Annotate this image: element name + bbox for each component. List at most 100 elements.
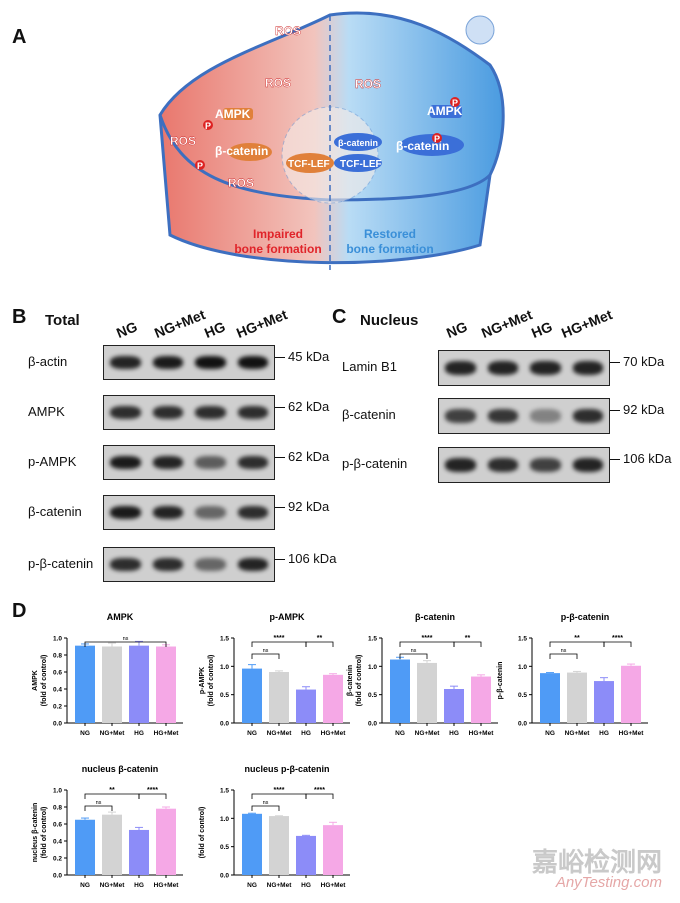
significance-label: **** xyxy=(314,787,325,794)
y-axis-label: (fold of control) xyxy=(199,807,206,859)
y-tick-label: 1.0 xyxy=(368,664,377,671)
total-title: Total xyxy=(45,312,80,329)
row-label: β-catenin xyxy=(342,407,396,422)
x-tick-label: HG xyxy=(134,730,144,737)
bar-HG+Met xyxy=(156,646,176,723)
x-tick-label: NG+Met xyxy=(100,730,126,737)
svg-text:β-catenin: β-catenin xyxy=(396,139,449,153)
significance-bracket xyxy=(305,641,334,647)
bar-HG xyxy=(296,689,316,723)
svg-text:TCF-LEF: TCF-LEF xyxy=(340,159,382,170)
bar-HG xyxy=(129,645,149,723)
y-tick-label: 0.0 xyxy=(53,873,62,880)
bar-HG+Met xyxy=(323,674,343,723)
band xyxy=(110,405,141,420)
y-tick-label: 0.4 xyxy=(53,839,62,846)
svg-text:P: P xyxy=(205,121,211,131)
band xyxy=(110,355,141,370)
bar-HG+Met xyxy=(156,808,176,875)
kda-label: 92 kDa xyxy=(610,402,664,417)
y-axis-label: (fold of control) xyxy=(41,807,48,859)
x-tick-label: HG xyxy=(301,730,311,737)
y-tick-label: 1.0 xyxy=(53,636,62,643)
blot-p-catenin xyxy=(438,447,610,483)
svg-text:TCF-LEF: TCF-LEF xyxy=(288,159,330,170)
y-tick-label: 0.8 xyxy=(53,805,62,812)
row-label: p-AMPK xyxy=(28,453,77,469)
svg-text:bone formation: bone formation xyxy=(346,242,433,256)
y-tick-label: 0.2 xyxy=(53,704,62,711)
bar-NG xyxy=(390,659,410,723)
band xyxy=(530,409,561,423)
bar-HG+Met xyxy=(323,825,343,875)
kda-label: 106 kDa xyxy=(275,551,336,566)
band xyxy=(195,455,226,470)
band xyxy=(487,361,518,375)
band xyxy=(445,458,476,472)
bar-HG xyxy=(444,689,464,723)
svg-text:ROS: ROS xyxy=(355,77,381,91)
lane-label: HG xyxy=(202,318,228,341)
y-axis-label: nucleus β-catenin xyxy=(32,803,39,863)
x-tick-label: NG+Met xyxy=(415,730,441,737)
restored-label: Restored xyxy=(364,227,416,241)
significance-bracket xyxy=(84,793,140,799)
significance-bracket xyxy=(138,793,167,799)
svg-text:β-catenin: β-catenin xyxy=(215,144,268,158)
significance-label: ns xyxy=(123,636,129,642)
significance-bracket xyxy=(251,641,307,647)
x-tick-label: NG xyxy=(80,882,90,889)
panel-label-c: C xyxy=(332,306,347,328)
kda-label: 45 kDa xyxy=(275,349,329,364)
kda-label: 70 kDa xyxy=(610,354,664,369)
x-tick-label: HG+Met xyxy=(321,730,347,737)
svg-text:ROS: ROS xyxy=(228,176,254,190)
x-tick-label: NG xyxy=(247,882,257,889)
y-axis-label: (fold of control) xyxy=(41,655,48,707)
bar-HG xyxy=(594,681,614,723)
band xyxy=(152,405,183,420)
x-tick-label: NG+Met xyxy=(100,882,126,889)
significance-bracket xyxy=(305,793,334,799)
bar-NG xyxy=(242,668,262,723)
band xyxy=(530,361,561,375)
chart-5: nucleus p-β-catenin(fold of control)0.00… xyxy=(199,764,350,889)
y-tick-label: 0.2 xyxy=(53,856,62,863)
significance-bracket xyxy=(251,793,307,799)
svg-text:ROS: ROS xyxy=(265,76,291,90)
y-tick-label: 0.0 xyxy=(368,721,377,728)
band xyxy=(195,557,226,572)
y-tick-label: 0.5 xyxy=(518,692,527,699)
row-label: Lamin B1 xyxy=(342,359,397,374)
row-label: p-β-catenin xyxy=(28,555,94,571)
band xyxy=(445,409,476,423)
y-tick-label: 0.8 xyxy=(53,653,62,660)
y-tick-label: 1.5 xyxy=(518,636,527,643)
significance-label: **** xyxy=(274,787,285,794)
chart-title: nucleus p-β-catenin xyxy=(244,764,329,774)
lane-label: NG+Met xyxy=(479,306,535,341)
svg-text:P: P xyxy=(452,98,458,108)
significance-label: ns xyxy=(263,648,269,654)
significance-label: ** xyxy=(109,787,115,794)
x-tick-label: NG+Met xyxy=(267,882,293,889)
x-tick-label: HG+Met xyxy=(321,882,347,889)
svg-text:bone formation: bone formation xyxy=(234,242,321,256)
cell-diagram: ROS ROS ROS ROS AMPK β-catenin TCF-LEF P… xyxy=(158,11,505,270)
kda-label: 62 kDa xyxy=(275,399,329,414)
bar-NG+Met xyxy=(102,814,122,875)
y-tick-label: 0.0 xyxy=(220,873,229,880)
nanoparticle-icon xyxy=(465,15,495,45)
band xyxy=(110,557,141,572)
blot-p-catenin xyxy=(103,547,275,582)
band xyxy=(152,505,183,520)
y-axis-label: β-catenin xyxy=(347,665,354,696)
x-tick-label: NG xyxy=(247,730,257,737)
band xyxy=(445,361,476,375)
lane-label: NG xyxy=(114,318,140,341)
panel-label-a: A xyxy=(12,26,27,48)
bar-NG+Met xyxy=(102,646,122,723)
band xyxy=(152,455,183,470)
band xyxy=(237,557,268,572)
